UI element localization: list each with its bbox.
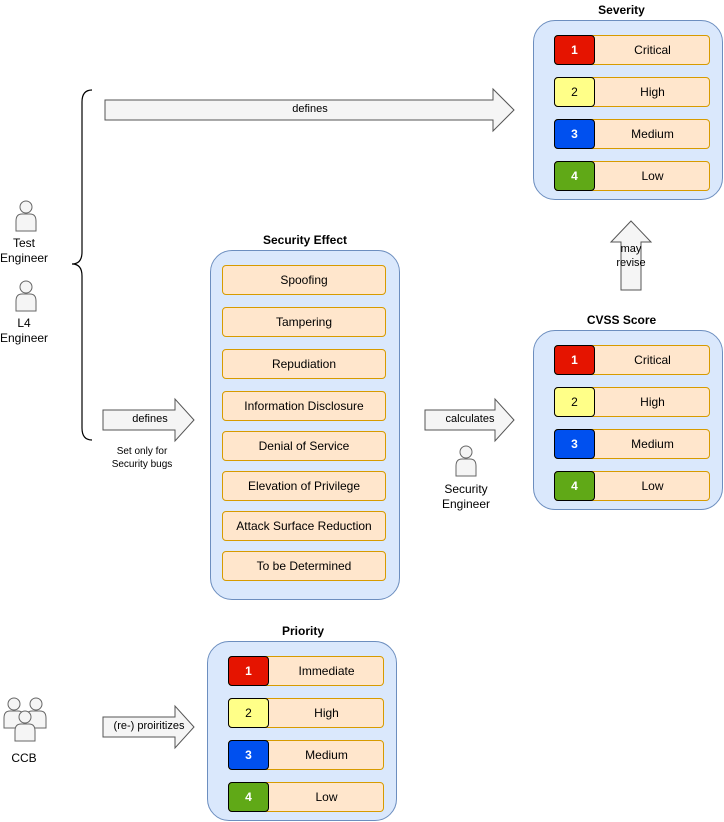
cvss-label-critical: Critical [634,353,671,367]
severity-num-1: 1 [554,35,595,65]
cvss-row-medium: 3 Medium [554,429,710,459]
ccb-text: CCB [11,751,37,765]
test-engineer-person-icon [15,200,37,232]
security-effect-title: Security Effect [262,233,348,247]
severity-label-medium: Medium [631,127,674,141]
security-engineer-label: Security Engineer [436,482,496,512]
priority-row-immediate: 1 Immediate [228,656,384,686]
cvss-label-high: High [640,395,665,409]
severity-title: Severity [598,3,645,17]
l4-engineer-person-icon [15,280,37,312]
cvss-row-critical: 1 Critical [554,345,710,375]
effect-information-disclosure: Information Disclosure [222,391,386,421]
severity-row-low: 4 Low [554,161,710,191]
ccb-group-icon [3,697,47,742]
severity-num-4: 4 [554,161,595,191]
severity-label-high: High [640,85,665,99]
defines-top-arrow [104,87,515,133]
cvss-row-high: 2 High [554,387,710,417]
l4-engineer-label: L4 Engineer [0,316,48,346]
severity-num-2: 2 [554,77,595,107]
effect-repudiation: Repudiation [222,349,386,379]
cvss-num-4: 4 [554,471,595,501]
severity-row-critical: 1 Critical [554,35,710,65]
severity-row-medium: 3 Medium [554,119,710,149]
calculates-arrow [424,397,515,443]
cvss-title: CVSS Score [586,313,657,327]
reprioritizes-arrow [102,704,195,750]
effect-elevation-of-privilege: Elevation of Privilege [222,471,386,501]
defines-top-label: defines [292,103,328,115]
priority-title: Priority [281,624,324,638]
cvss-panel: 1 Critical 2 High 3 Medium 4 Low [533,330,723,510]
priority-label-medium: Medium [305,748,348,762]
cvss-row-low: 4 Low [554,471,710,501]
severity-panel: 1 Critical 2 High 3 Medium 4 Low [533,20,723,200]
priority-row-medium: 3 Medium [228,740,384,770]
test-engineer-text: Test Engineer [0,236,49,265]
priority-num-4: 4 [228,782,269,812]
priority-row-low: 4 Low [228,782,384,812]
security-engineer-text: Security Engineer [441,482,491,511]
priority-label-immediate: Immediate [298,664,355,678]
effect-denial-of-service: Denial of Service [222,431,386,461]
l4-engineer-text: L4 Engineer [0,316,49,345]
may-revise-label: may revise [616,243,646,269]
effect-spoofing: Spoofing [222,265,386,295]
security-effect-panel: Spoofing Tampering Repudiation Informati… [210,250,400,600]
reprioritizes-label: (re-) proiritizes [113,720,185,732]
priority-num-2: 2 [228,698,269,728]
cvss-num-3: 3 [554,429,595,459]
grouping-brace [71,89,93,441]
priority-label-high: High [314,706,339,720]
effect-attack-surface-reduction: Attack Surface Reduction [222,511,386,541]
severity-num-3: 3 [554,119,595,149]
cvss-num-1: 1 [554,345,595,375]
ccb-label: CCB [0,751,48,766]
severity-label-critical: Critical [634,43,671,57]
severity-label-low: Low [641,169,664,183]
effect-tampering: Tampering [222,307,386,337]
cvss-label-medium: Medium [631,437,674,451]
cvss-label-low: Low [641,479,664,493]
security-engineer-person-icon [455,445,477,477]
effect-to-be-determined: To be Determined [222,551,386,581]
defines-mid-label: defines [132,413,168,425]
priority-label-low: Low [315,790,338,804]
security-bugs-note: Set only for Security bugs [111,446,173,470]
cvss-num-2: 2 [554,387,595,417]
defines-mid-arrow [102,397,195,443]
may-revise-arrow [609,220,653,291]
priority-num-3: 3 [228,740,269,770]
priority-row-high: 2 High [228,698,384,728]
calculates-label: calculates [445,413,495,425]
priority-panel: 1 Immediate 2 High 3 Medium 4 Low [207,641,397,821]
severity-row-high: 2 High [554,77,710,107]
test-engineer-label: Test Engineer [0,236,48,266]
priority-num-1: 1 [228,656,269,686]
